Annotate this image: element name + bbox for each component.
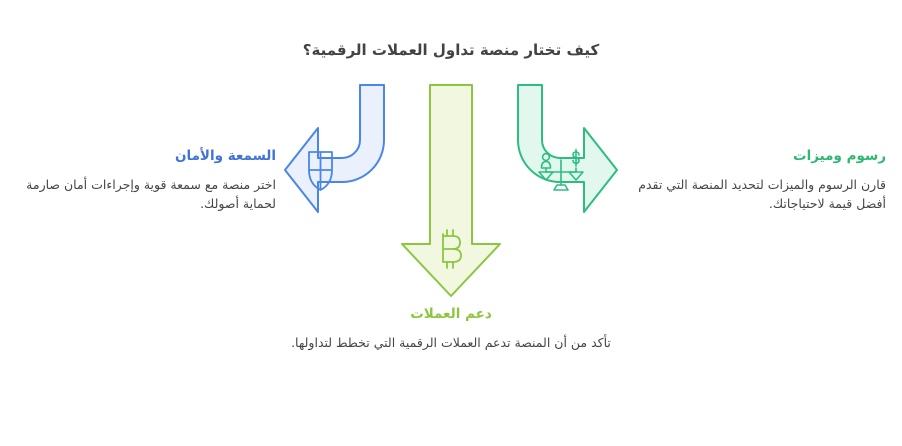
bitcoin-icon <box>442 229 462 269</box>
branch-heading-fees-features: رسوم وميزات <box>793 148 886 164</box>
page-title: كيف تختار منصة تداول العملات الرقمية؟ <box>302 41 600 59</box>
branch-coin-support: دعم العملات تأكد من أن المنصة تدعم العمل… <box>281 306 621 353</box>
arrow-right-green <box>517 84 618 213</box>
branch-heading-coin-support: دعم العملات <box>410 306 492 322</box>
branch-body-coin-support: تأكد من أن المنصة تدعم العملات الرقمية ا… <box>291 334 611 350</box>
branch-body-fees-features: قارن الرسوم والميزات لتحديد المنصة التي … <box>638 176 886 211</box>
branch-fees-features: رسوم وميزات قارن الرسوم والميزات لتحديد … <box>620 148 886 213</box>
branch-reputation-security: السمعة والأمان اختر منصة مع سمعة قوية وإ… <box>14 148 276 213</box>
shield-icon <box>308 151 333 191</box>
arrow-left-blue <box>284 84 385 213</box>
arrow-down-lime <box>401 84 501 297</box>
branch-body-reputation-security: اختر منصة مع سمعة قوية وإجراءات أمان صار… <box>26 176 276 211</box>
balance-scale-icon <box>538 148 584 191</box>
branch-heading-reputation-security: السمعة والأمان <box>174 148 276 164</box>
